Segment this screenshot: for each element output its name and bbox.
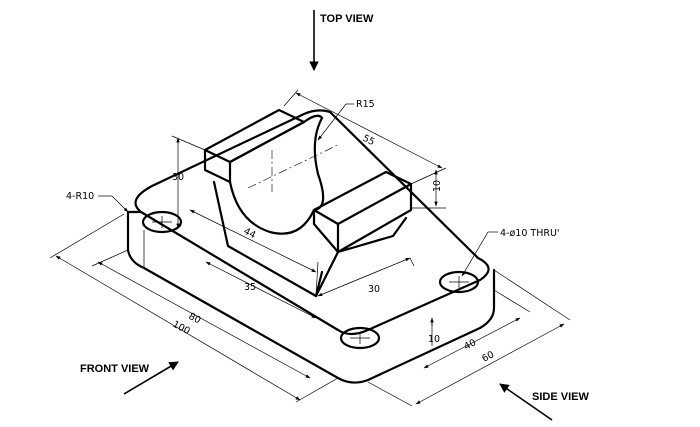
hole-back-left [141, 210, 183, 234]
dim-r10: 4-R10 [66, 191, 94, 202]
dim-30-left: 30 [172, 172, 184, 183]
front-view-arrow [123, 361, 179, 395]
hole-front [339, 326, 381, 350]
dim-44: 44 [242, 226, 258, 241]
dim-80: 80 [187, 311, 203, 326]
dim-r15: R15 [356, 99, 375, 110]
dim-holes: 4-ø10 THRU' [500, 228, 560, 239]
dimension-lines [49, 89, 571, 407]
dim-30-bottom: 30 [368, 284, 380, 295]
dim-55: 55 [361, 133, 377, 148]
side-view-label: SIDE VIEW [532, 391, 589, 403]
dim-40: 40 [462, 337, 478, 352]
mounting-holes [141, 210, 480, 350]
dim-10-upper: 10 [432, 180, 443, 192]
dim-35: 35 [244, 282, 256, 293]
top-view-label: TOP VIEW [320, 13, 374, 25]
labels: TOP VIEW FRONT VIEW SIDE VIEW R15 55 10 … [66, 13, 589, 403]
side-view-arrow [499, 383, 553, 421]
front-view-label: FRONT VIEW [80, 363, 150, 375]
dim-10-base: 10 [428, 334, 440, 345]
hole-right [438, 270, 480, 294]
dim-60: 60 [480, 349, 496, 364]
view-arrows [123, 10, 553, 421]
